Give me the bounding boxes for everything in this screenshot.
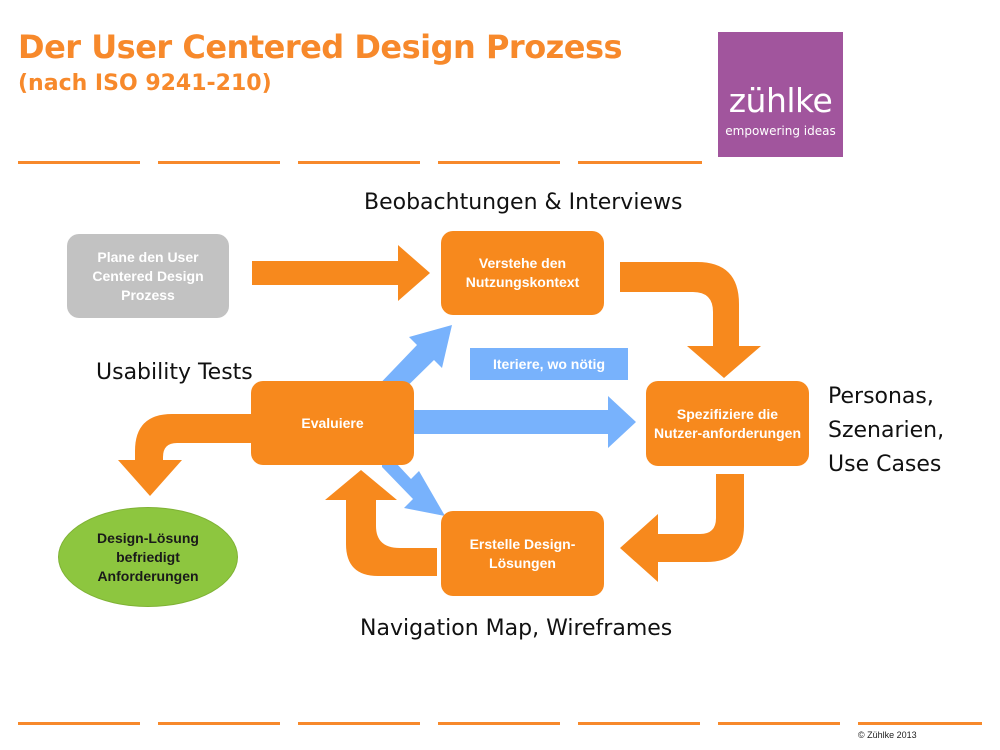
footer-rule-segment (18, 722, 140, 725)
step-specify: Spezifiziere die Nutzer-anforderungen (646, 381, 809, 466)
arrow-create-to-evaluate (325, 470, 437, 576)
footer-rule-segment (298, 722, 420, 725)
footer-rule-segment (438, 722, 560, 725)
step-evaluate: Evaluiere (251, 381, 414, 465)
footer-rule-segment (858, 722, 982, 725)
zuehlke-logo: zühlke empowering ideas (718, 32, 843, 157)
artifact-specify: Personas, Szenarien, Use Cases (828, 380, 944, 482)
header-rule-segment (158, 161, 280, 164)
footer-rule-segment (578, 722, 700, 725)
result-design-solution: Design-Lösung befriedigt Anforderungen (58, 507, 238, 607)
header-rule-segment (18, 161, 140, 164)
artifact-specify-line: Use Cases (828, 452, 942, 477)
iterate-arrow-right (412, 396, 636, 448)
artifact-specify-line: Szenarien, (828, 418, 945, 443)
page-subtitle: (nach ISO 9241-210) (18, 71, 272, 96)
page-title: Der User Centered Design Prozess (18, 28, 623, 66)
copyright: © Zühlke 2013 (858, 730, 917, 740)
header-rule-segment (298, 161, 420, 164)
artifact-specify-line: Personas, (828, 384, 934, 409)
header-rule-segment (578, 161, 702, 164)
footer-rule-segment (158, 722, 280, 725)
iterate-label: Iteriere, wo nötig (470, 348, 628, 380)
footer-rule-segment (718, 722, 840, 725)
arrow-understand-to-specify (620, 262, 761, 378)
artifact-evaluate: Usability Tests (96, 360, 253, 385)
artifact-create: Navigation Map, Wireframes (360, 616, 673, 641)
step-understand: Verstehe den Nutzungskontext (441, 231, 604, 315)
artifact-understand: Beobachtungen & Interviews (364, 190, 683, 215)
step-plan: Plane den User Centered Design Prozess (67, 234, 229, 318)
arrow-evaluate-to-result (118, 414, 258, 496)
logo-tagline: empowering ideas (725, 124, 836, 138)
iterate-arrow-down (382, 448, 445, 516)
arrow-specify-to-create (620, 474, 744, 582)
logo-wordmark: zühlke (728, 81, 833, 120)
arrow-plan-to-understand (252, 245, 430, 301)
header-rule-segment (438, 161, 560, 164)
step-create: Erstelle Design-Lösungen (441, 511, 604, 596)
